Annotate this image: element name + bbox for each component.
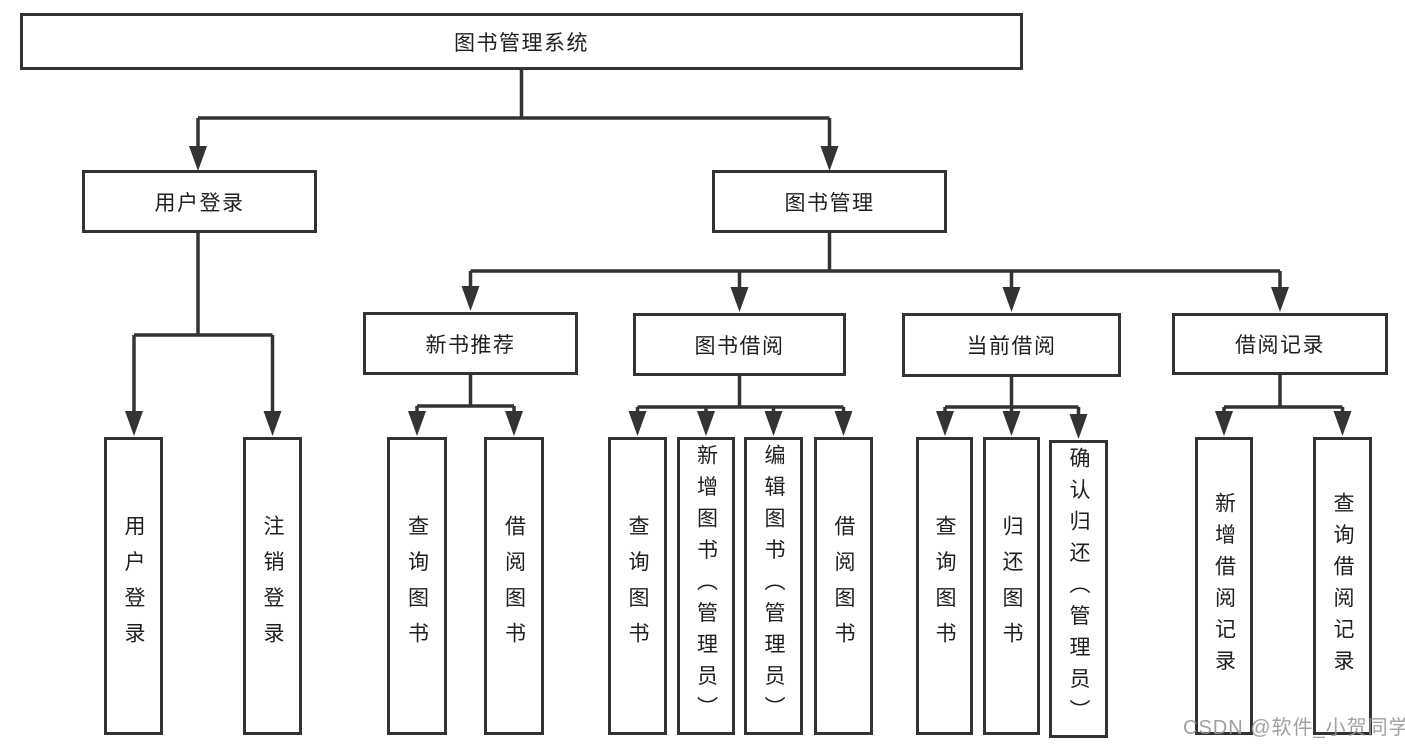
node-root-system: 图书管理系统 <box>20 13 1023 70</box>
leaf-borrow-books-borrowing-label: 借阅图书 <box>832 514 855 658</box>
node-current-borrowing: 当前借阅 <box>902 313 1121 377</box>
leaf-edit-books-admin: 编辑图书（管理员） <box>744 437 803 735</box>
leaf-user-login-label: 用户登录 <box>122 514 145 658</box>
node-new-book-recommend-label: 新书推荐 <box>425 333 516 357</box>
leaf-borrow-books-borrowing: 借阅图书 <box>814 437 873 735</box>
leaf-query-books-current: 查询图书 <box>916 437 973 735</box>
node-book-borrowing-label: 图书借阅 <box>694 334 785 358</box>
node-book-borrowing: 图书借阅 <box>633 313 846 376</box>
leaf-confirm-return-admin-label: 确认归还（管理员） <box>1067 447 1090 731</box>
node-book-management-label: 图书管理 <box>784 191 875 215</box>
leaf-add-borrow-record: 新增借阅记录 <box>1195 437 1253 735</box>
leaf-query-books-borrowing: 查询图书 <box>608 437 667 735</box>
leaf-query-books-recommend: 查询图书 <box>387 437 447 735</box>
leaf-add-borrow-record-label: 新增借阅记录 <box>1212 491 1236 681</box>
arrowheads <box>125 146 1352 439</box>
leaf-return-books-label: 归还图书 <box>1000 514 1023 658</box>
leaf-query-books-current-label: 查询图书 <box>933 514 956 658</box>
node-new-book-recommend: 新书推荐 <box>363 312 578 375</box>
node-borrowing-records: 借阅记录 <box>1172 313 1388 375</box>
node-user-login-label: 用户登录 <box>154 191 245 215</box>
leaf-logout-label: 注销登录 <box>261 514 284 658</box>
leaf-borrow-books-recommend: 借阅图书 <box>484 437 544 735</box>
leaf-borrow-books-recommend-label: 借阅图书 <box>502 514 526 658</box>
leaf-edit-books-admin-label: 编辑图书（管理员） <box>762 444 785 728</box>
leaf-add-books-admin-label: 新增图书（管理员） <box>694 444 718 728</box>
node-current-borrowing-label: 当前借阅 <box>966 335 1057 358</box>
leaf-confirm-return-admin: 确认归还（管理员） <box>1049 440 1108 738</box>
leaf-query-borrow-record: 查询借阅记录 <box>1313 437 1372 735</box>
node-borrowing-records-label: 借阅记录 <box>1235 334 1325 357</box>
node-user-login: 用户登录 <box>82 170 317 233</box>
node-root-system-label: 图书管理系统 <box>454 31 589 55</box>
node-book-management: 图书管理 <box>712 170 947 233</box>
connector-paths <box>132 68 1345 418</box>
leaf-query-books-recommend-label: 查询图书 <box>405 514 429 658</box>
leaf-logout: 注销登录 <box>243 437 302 735</box>
leaf-return-books: 归还图书 <box>983 437 1040 735</box>
leaf-query-books-borrowing-label: 查询图书 <box>626 514 649 658</box>
leaf-query-borrow-record-label: 查询借阅记录 <box>1331 491 1354 681</box>
csdn-watermark: CSDN @软件_小贺同学 <box>1183 717 1405 739</box>
leaf-add-books-admin: 新增图书（管理员） <box>677 437 735 735</box>
leaf-user-login: 用户登录 <box>104 437 163 735</box>
